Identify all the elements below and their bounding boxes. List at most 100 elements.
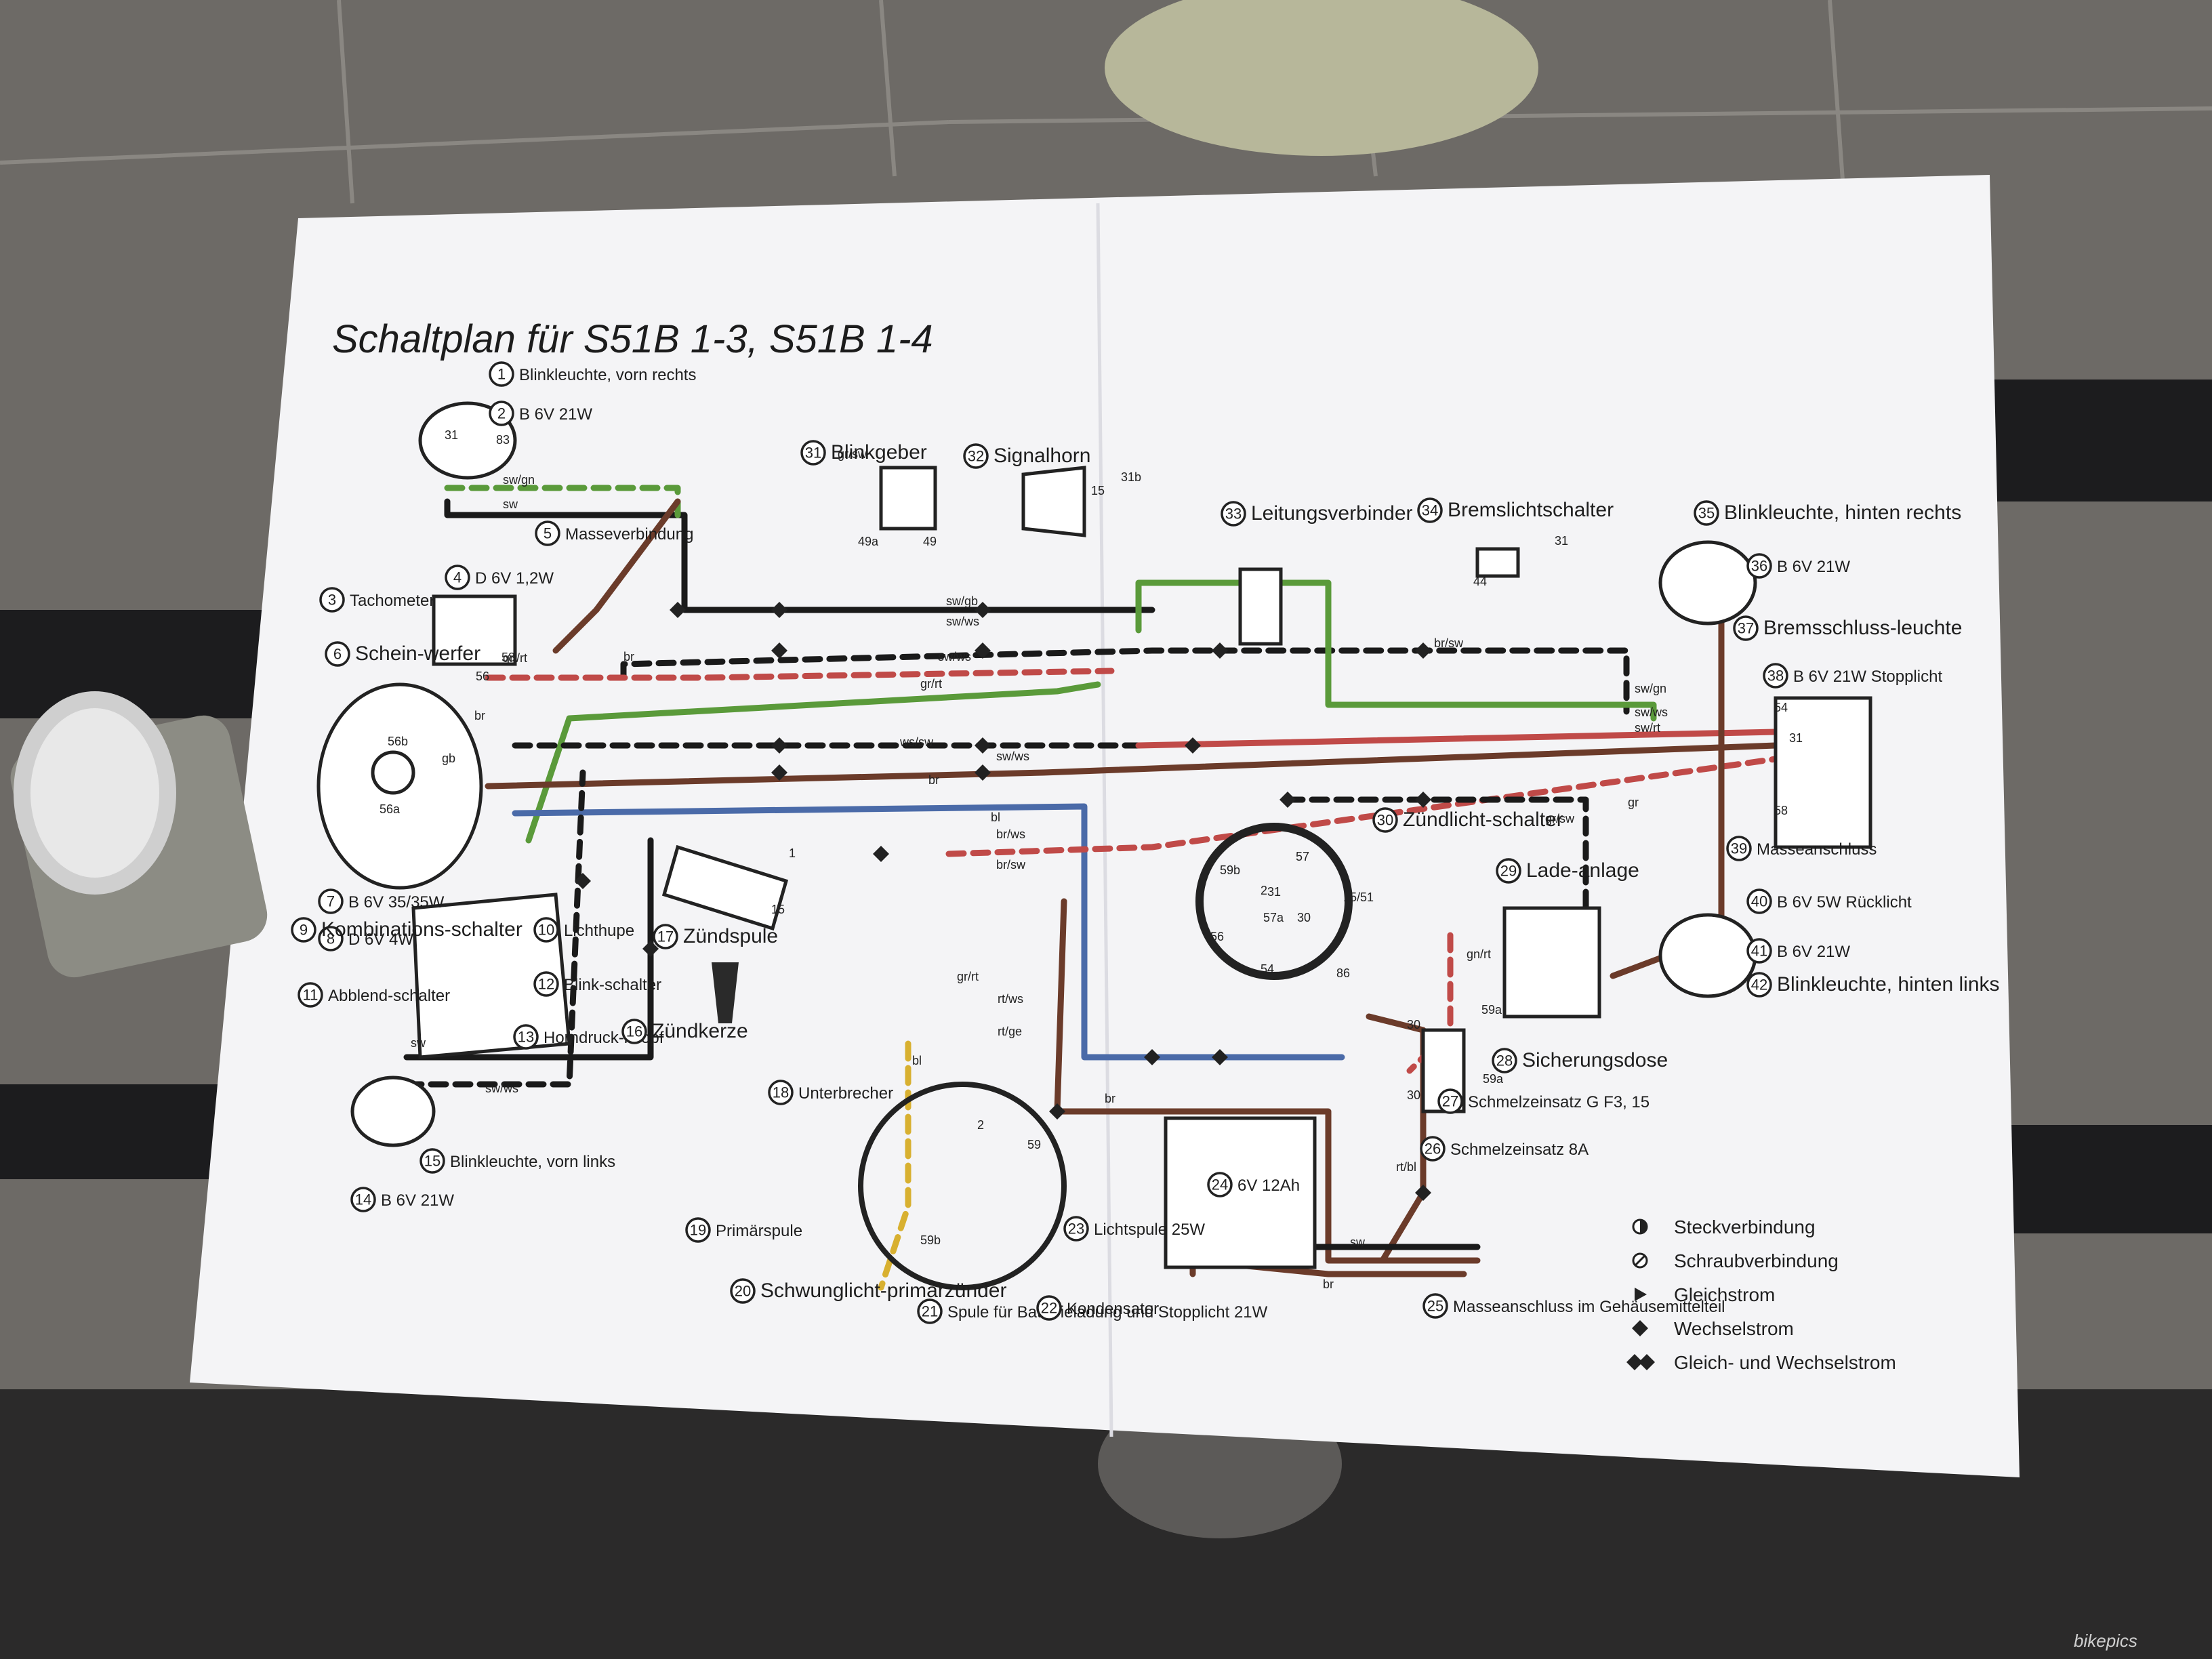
- wire-sw-ws-lower: [403, 769, 586, 1088]
- rear-left-indicator-symbol: [1658, 913, 1757, 998]
- wire-label: sw/gb: [946, 594, 978, 608]
- terminal-label: 44: [1473, 575, 1487, 588]
- callout-number-circle: [1417, 497, 1443, 523]
- wire-label: br: [1105, 1092, 1115, 1105]
- callout-number: 30: [1377, 812, 1393, 829]
- wire-label: sw/ws: [1635, 705, 1668, 719]
- callout-number-circle: [1746, 972, 1772, 998]
- wire-br-mid: [485, 742, 1779, 790]
- wire-junction-icon: [975, 737, 991, 754]
- callout-number-circle: [489, 361, 514, 387]
- component-label: D 6V 1,2W: [475, 569, 554, 588]
- charging-unit-symbol: [1502, 906, 1601, 1019]
- component-callout-38: 38 B 6V 21W Stopplicht: [1763, 663, 1942, 689]
- callout-number: 28: [1496, 1052, 1513, 1069]
- wire-label: rt/ws: [998, 992, 1023, 1006]
- wire-label: br: [474, 709, 485, 722]
- terminal-label: 59a: [1481, 1003, 1502, 1017]
- callout-number-circle: [1733, 615, 1759, 641]
- callout-number-circle: [1746, 553, 1772, 579]
- callout-number: 36: [1751, 558, 1767, 575]
- callout-number: 38: [1767, 668, 1784, 684]
- wire-junction-icon: [1415, 792, 1431, 808]
- callout-number: 34: [1422, 502, 1438, 519]
- wire-label: sw/ws: [946, 615, 979, 628]
- wire-junction-icon: [1415, 1185, 1431, 1201]
- terminal-label: 56: [1210, 930, 1224, 943]
- callout-number-circle: [318, 926, 344, 951]
- terminal-label: 31: [1555, 534, 1568, 548]
- component-label: Abblend-schalter: [328, 987, 450, 1005]
- terminal-label: 58: [1774, 804, 1788, 817]
- legend-label: Steckverbindung: [1674, 1216, 1816, 1237]
- callout-number-circle: [1763, 663, 1788, 689]
- component-label: Leitungsverbinder: [1251, 502, 1413, 525]
- wire-junction-icon: [575, 873, 591, 889]
- wire-label: sw/rt: [1635, 721, 1660, 735]
- wire-br-low: [1054, 898, 1481, 1264]
- callout-number-circle: [1063, 1216, 1089, 1242]
- callout-number: 35: [1698, 505, 1715, 522]
- component-label: Masseanschluss: [1757, 840, 1877, 859]
- wire-mass-br: [552, 498, 681, 654]
- callout-number: 16: [626, 1023, 642, 1040]
- component-label: Blink-schalter: [564, 976, 661, 994]
- wire-label: br: [623, 650, 634, 663]
- diamond-icon: [1632, 1320, 1648, 1336]
- callout-number-circle: [533, 917, 559, 943]
- component-label: B 6V 21W: [1777, 943, 1850, 961]
- callout-number: 23: [1068, 1221, 1084, 1237]
- wire-green-loop: [1135, 579, 1657, 722]
- component-label: B 6V 21W Stopplicht: [1793, 668, 1942, 686]
- callout-number: 26: [1425, 1141, 1441, 1158]
- brake-switch-symbol: [1475, 547, 1520, 578]
- diamond-icon: [1626, 1354, 1643, 1370]
- callout-number-circle: [963, 443, 989, 469]
- wire-label: sw/ws: [996, 750, 1029, 763]
- wire-junction-icon: [771, 602, 787, 618]
- wire-gn-rt: [525, 681, 1101, 844]
- callout-number: 40: [1751, 893, 1767, 910]
- wire-label: sw/gn: [503, 473, 535, 487]
- connector-block-symbol: [1238, 567, 1283, 646]
- terminal-label: 15: [1091, 484, 1105, 497]
- callout-number-circle: [1207, 1172, 1233, 1197]
- wire-label: gr/rt: [920, 677, 942, 691]
- callout-number-circle: [917, 1298, 943, 1324]
- wire-label: gn/rt: [503, 651, 527, 665]
- callout-number-circle: [1746, 938, 1772, 964]
- callout-number: 11: [303, 987, 319, 1004]
- callout-number-circle: [1036, 1295, 1062, 1321]
- diamond-icon: [1639, 1354, 1655, 1370]
- rear-right-indicator-symbol: [1658, 540, 1757, 626]
- callout-number-circle: [1372, 807, 1398, 833]
- wire-junction-icon: [670, 602, 686, 618]
- callout-number-circle: [1437, 1088, 1463, 1114]
- wire-label: gr/sw: [838, 447, 867, 461]
- legend-label: Schraubverbindung: [1674, 1250, 1839, 1271]
- ignition-coil-symbol: [661, 844, 789, 931]
- terminal-label: 54: [1774, 701, 1788, 714]
- terminal-label: 15/51: [1343, 890, 1374, 904]
- wire-label: rt/ge: [998, 1025, 1022, 1038]
- component-label: Blinkleuchte, hinten rechts: [1724, 501, 1961, 524]
- wire-label: sw/gn: [1635, 682, 1666, 695]
- tail-light-symbol: [1774, 696, 1872, 849]
- component-label: Zündlicht-schalter: [1403, 808, 1563, 831]
